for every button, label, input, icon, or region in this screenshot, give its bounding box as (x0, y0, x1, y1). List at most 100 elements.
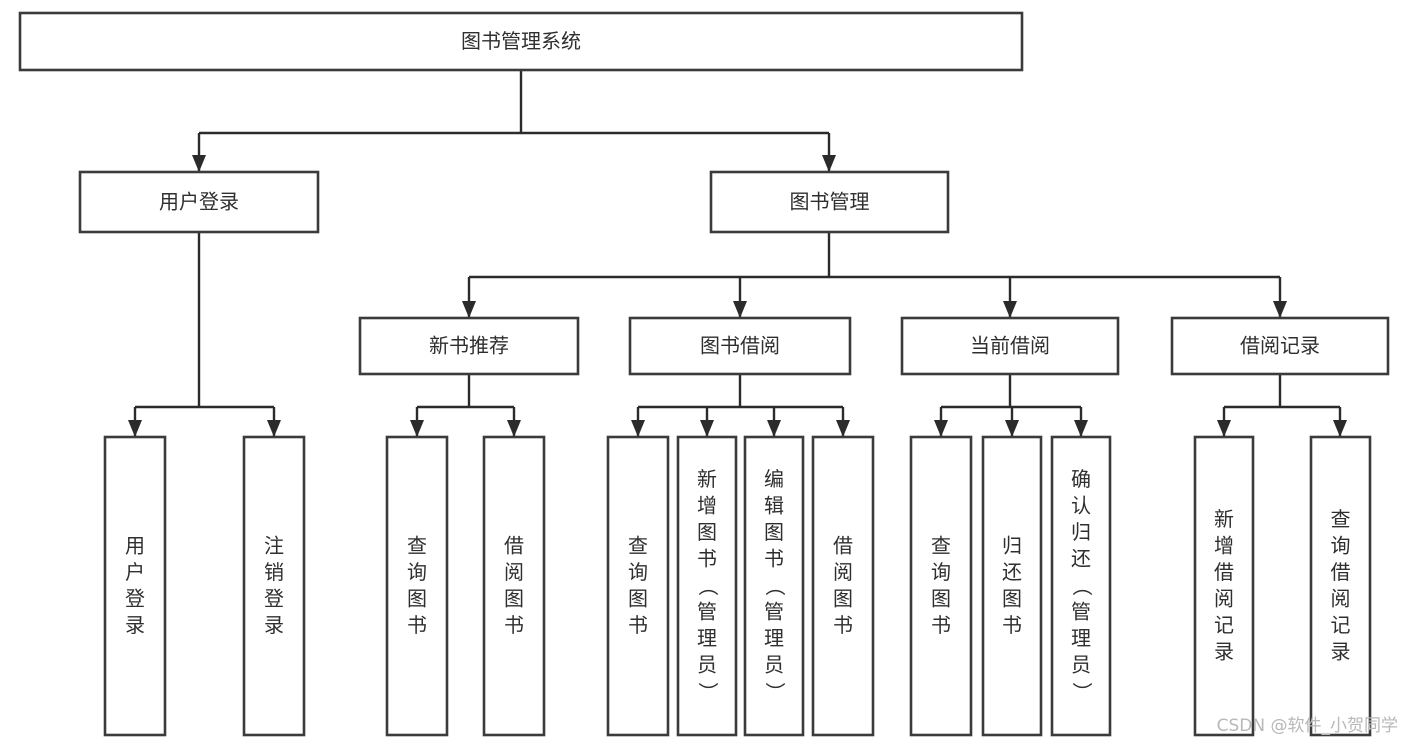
node-label-book-borrow: 图书借阅 (700, 334, 780, 358)
node-label-leaf-return-book-char-0: 归 (1002, 533, 1022, 557)
node-label-leaf-add-book-admin-char-4: （ (696, 576, 720, 596)
node-label-leaf-return-book-char-1: 还 (1002, 560, 1022, 584)
node-box-user-login[interactable] (78, 170, 320, 234)
node-box-root[interactable] (18, 11, 1024, 72)
connector-group-recommend-to-leaves (410, 374, 521, 437)
node-box-borrow-record[interactable] (1170, 316, 1390, 376)
node-leaf-user-login[interactable]: 用户登录 (103, 435, 167, 737)
node-label-leaf-borrow-book-char-2: 图 (833, 586, 853, 610)
node-label-leaf-confirm-return-admin-char-4: （ (1070, 576, 1094, 596)
node-root[interactable]: 图书管理系统 (18, 11, 1024, 72)
node-label-leaf-user-logout-char-1: 销 (264, 560, 284, 584)
node-label-leaf-borrow-book-char-0: 借 (833, 533, 853, 557)
node-label-leaf-confirm-return-admin-char-6: 理 (1071, 626, 1091, 650)
node-label-leaf-query-book-borrow-char-3: 书 (628, 613, 648, 637)
connector-arrowhead (836, 420, 850, 437)
node-label-leaf-query-book-current-char-0: 查 (931, 533, 951, 557)
node-box-current-borrow[interactable] (900, 316, 1120, 376)
node-user-login[interactable]: 用户登录 (78, 170, 320, 234)
node-box-leaf-add-borrow-record[interactable] (1193, 435, 1255, 737)
connector-group-borrow-to-leaves (631, 374, 850, 437)
csdn-watermark: CSDN @软件_小贺同学 (1217, 716, 1398, 736)
node-box-leaf-user-logout[interactable] (242, 435, 306, 737)
connector-arrowhead (1003, 301, 1017, 318)
node-box-leaf-confirm-return-admin[interactable] (1050, 435, 1112, 737)
connector-arrowhead (1217, 420, 1231, 437)
node-box-leaf-query-book-current[interactable] (909, 435, 973, 737)
node-label-leaf-borrow-book-char-1: 阅 (833, 560, 853, 584)
node-box-leaf-query-book-borrow[interactable] (606, 435, 670, 737)
node-label-leaf-query-book-recommend-char-1: 询 (407, 560, 427, 584)
node-label-leaf-user-login-char-1: 户 (125, 560, 145, 584)
node-label-leaf-add-borrow-record-char-4: 记 (1214, 613, 1234, 637)
node-label-leaf-add-borrow-record-char-0: 新 (1214, 507, 1234, 531)
node-label-leaf-edit-book-admin-char-7: 员 (764, 653, 784, 677)
connector-group-user-login-to-leaves (128, 232, 281, 437)
node-label-leaf-edit-book-admin-char-8: ） (763, 682, 787, 702)
node-label-leaf-add-borrow-record-char-3: 阅 (1214, 586, 1234, 610)
node-label-leaf-user-login-char-3: 录 (125, 613, 145, 637)
node-box-leaf-add-book-admin[interactable] (676, 435, 738, 737)
node-current-borrow[interactable]: 当前借阅 (900, 316, 1120, 376)
node-label-leaf-return-book-char-3: 书 (1002, 613, 1022, 637)
node-box-new-book-recommend[interactable] (358, 316, 580, 376)
node-label-leaf-confirm-return-admin-char-1: 认 (1071, 494, 1091, 518)
connector-arrowhead (267, 420, 281, 437)
node-label-leaf-query-borrow-record-char-3: 阅 (1331, 586, 1351, 610)
node-box-book-borrow[interactable] (628, 316, 852, 376)
connector-arrowhead (1074, 420, 1088, 437)
node-label-root: 图书管理系统 (461, 29, 581, 53)
connector-arrowhead (1333, 420, 1347, 437)
node-label-leaf-confirm-return-admin-char-7: 员 (1071, 653, 1091, 677)
node-label-leaf-return-book-char-2: 图 (1002, 586, 1022, 610)
node-label-leaf-query-book-borrow-char-2: 图 (628, 586, 648, 610)
node-label-leaf-query-book-recommend-char-2: 图 (407, 586, 427, 610)
node-label-leaf-user-logout-char-0: 注 (264, 533, 284, 557)
node-box-leaf-return-book[interactable] (981, 435, 1043, 737)
node-label-leaf-borrow-book-char-3: 书 (833, 613, 853, 637)
connector-arrowhead (1005, 420, 1019, 437)
node-label-leaf-borrow-book-recommend-char-1: 阅 (504, 560, 524, 584)
node-label-leaf-confirm-return-admin-char-2: 归 (1071, 520, 1091, 544)
node-box-leaf-borrow-book-recommend[interactable] (482, 435, 546, 737)
node-book-manage[interactable]: 图书管理 (709, 170, 950, 234)
node-label-leaf-edit-book-admin-char-2: 图 (764, 520, 784, 544)
node-label-leaf-borrow-book-recommend-char-2: 图 (504, 586, 524, 610)
node-box-leaf-query-book-recommend[interactable] (385, 435, 449, 737)
node-box-book-manage[interactable] (709, 170, 950, 234)
node-borrow-record[interactable]: 借阅记录 (1170, 316, 1390, 376)
connector-group-current-to-leaves (934, 374, 1088, 437)
node-label-leaf-query-borrow-record-char-0: 查 (1331, 507, 1351, 531)
node-label-leaf-query-borrow-record-char-1: 询 (1331, 533, 1351, 557)
connector-arrowhead (507, 420, 521, 437)
connector-layer (128, 70, 1347, 437)
connector-arrowhead (934, 420, 948, 437)
node-box-leaf-user-login[interactable] (103, 435, 167, 737)
node-box-leaf-edit-book-admin[interactable] (743, 435, 805, 737)
node-box-leaf-query-borrow-record[interactable] (1309, 435, 1372, 737)
node-label-leaf-query-book-recommend-char-3: 书 (407, 613, 427, 637)
node-book-borrow[interactable]: 图书借阅 (628, 316, 852, 376)
connector-arrowhead (192, 155, 206, 172)
node-new-book-recommend[interactable]: 新书推荐 (358, 316, 580, 376)
connector-group-root-to-level2 (192, 70, 836, 172)
node-box-leaf-borrow-book[interactable] (811, 435, 875, 737)
node-label-leaf-query-borrow-record-char-5: 录 (1331, 639, 1351, 663)
node-label-leaf-user-login-char-0: 用 (125, 533, 145, 557)
node-layer: 图书管理系统用户登录图书管理新书推荐图书借阅当前借阅借阅记录用户登录注销登录查询… (18, 11, 1390, 737)
node-label-leaf-confirm-return-admin-char-8: ） (1070, 682, 1094, 702)
